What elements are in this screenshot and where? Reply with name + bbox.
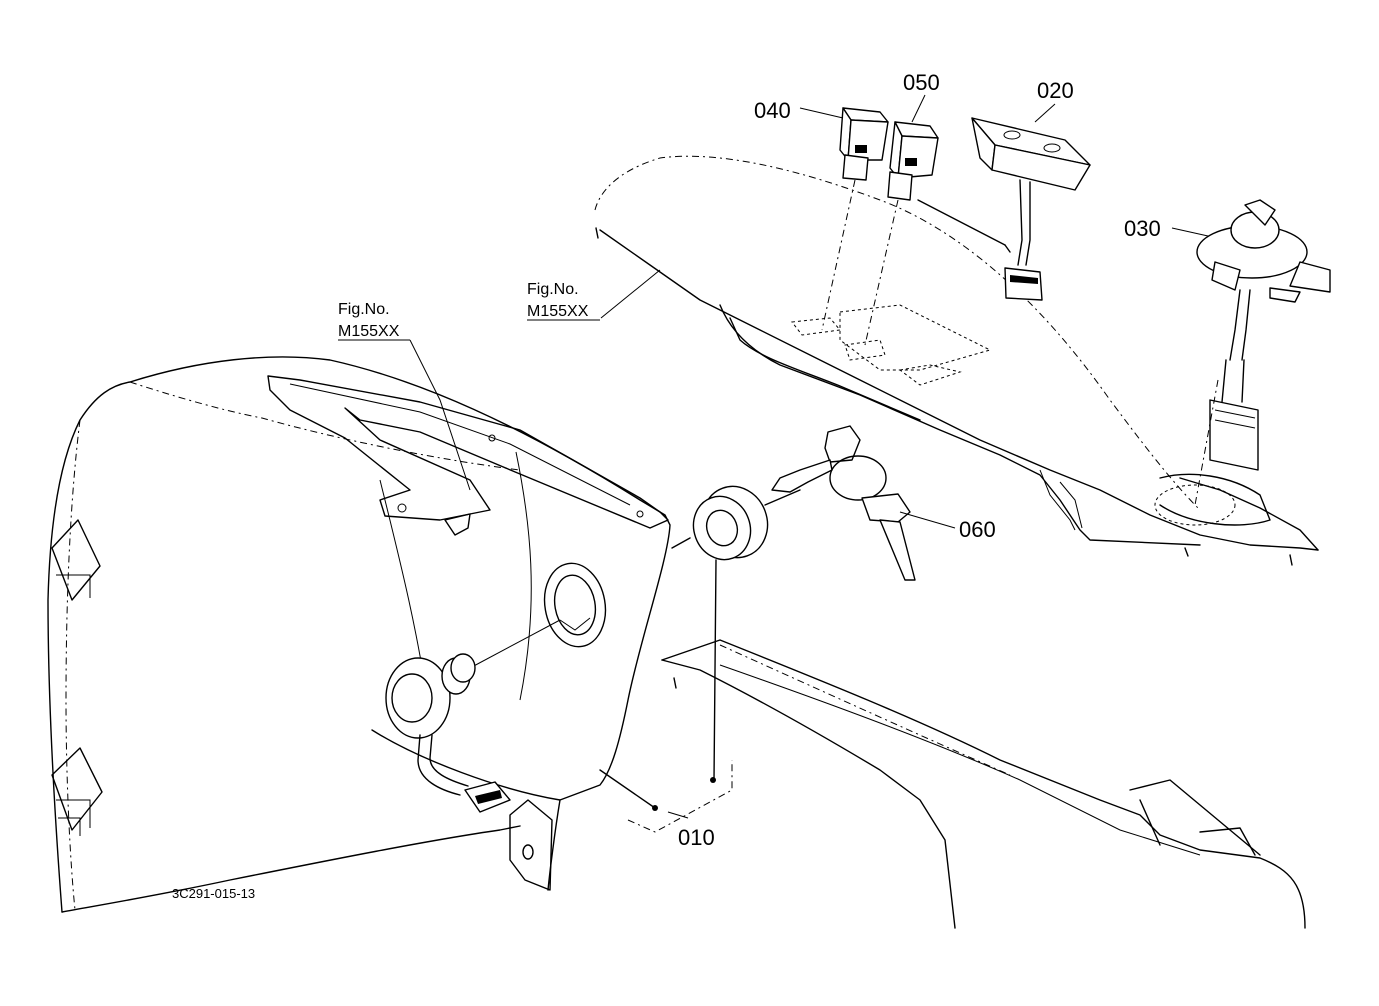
ignition-bezel-010	[599, 485, 801, 833]
part-label-020: 020	[1037, 78, 1074, 103]
part-label-030: 030	[1124, 216, 1161, 241]
switch-050	[864, 121, 1006, 346]
panel-bracket	[509, 799, 553, 891]
leader-lines	[409, 94, 1209, 819]
fig-ref-right-line1: Fig.No.	[527, 281, 579, 298]
panel-hole	[543, 562, 607, 648]
drawing-number: 3C291-015-13	[172, 886, 255, 901]
fig-ref-right-line2: M155XX	[527, 303, 589, 320]
keys-060	[771, 425, 916, 581]
switch-040	[821, 107, 889, 331]
ignition-switch-030	[1194, 199, 1331, 506]
upper-dash-panel	[594, 155, 1319, 566]
part-label-010: 010	[678, 825, 715, 850]
part-label-060: 060	[959, 517, 996, 542]
lower-dash-panel	[661, 639, 1306, 929]
switch-020	[971, 117, 1091, 301]
mounting-bracket	[267, 375, 669, 536]
part-label-040: 040	[754, 98, 791, 123]
part-label-050: 050	[903, 70, 940, 95]
rotary-switch	[385, 619, 561, 813]
fig-ref-left-line2: M155XX	[338, 323, 400, 340]
fig-ref-left-line1: Fig.No.	[338, 301, 390, 318]
